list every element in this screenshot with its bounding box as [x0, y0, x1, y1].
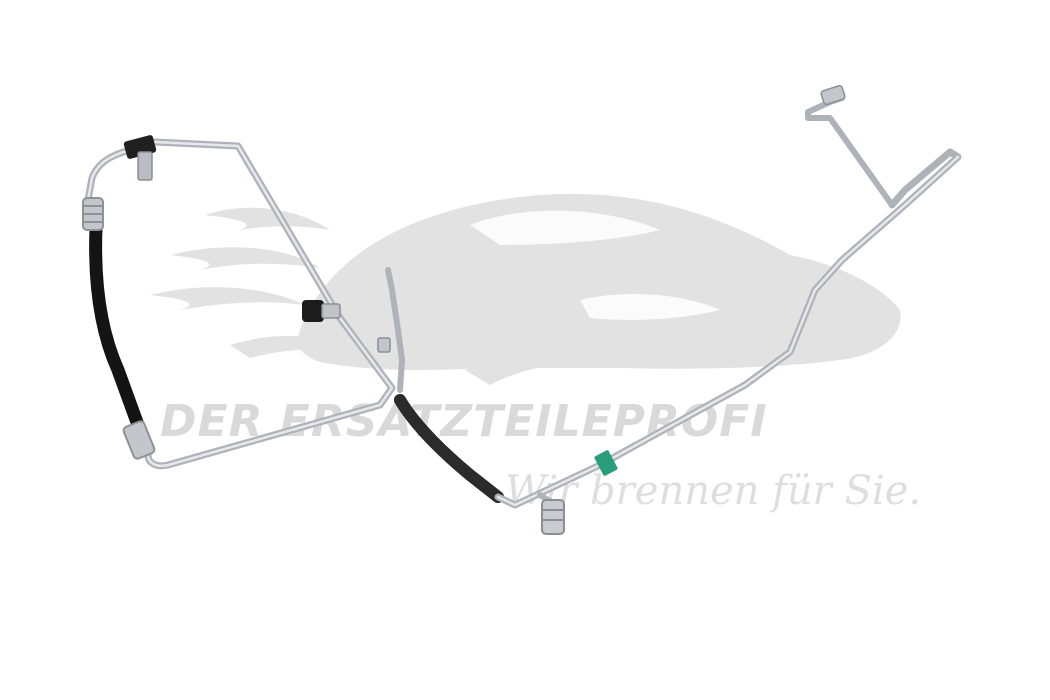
branch-pipe — [385, 267, 405, 393]
green-id-clip — [594, 450, 618, 476]
top-mount-bracket — [137, 151, 153, 181]
flame-3 — [150, 287, 305, 310]
watermark-slogan: Wir brennen für Sie. — [505, 468, 921, 514]
left-rubber-hose — [89, 221, 145, 432]
car-silhouette — [298, 193, 901, 370]
service-port-tube — [805, 95, 895, 208]
flame-1 — [205, 207, 330, 230]
flame-2 — [170, 247, 320, 270]
outlet-fitting — [541, 499, 565, 535]
flame-4 — [230, 335, 340, 358]
watermark-logo — [150, 193, 901, 385]
service-port-fitting — [820, 84, 846, 106]
watermark-windows — [470, 210, 720, 320]
bottom-crimp-fitting — [122, 420, 156, 460]
ac-line-assembly — [82, 84, 962, 535]
flame-5 — [465, 355, 575, 385]
pressure-sensor — [302, 300, 324, 322]
